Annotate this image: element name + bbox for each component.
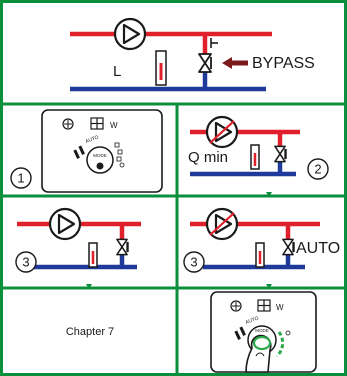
panel-bypass: L BYPASS <box>70 17 315 92</box>
pump-strike <box>209 212 235 236</box>
auto-label: AUTO <box>296 240 340 257</box>
w-label: W <box>110 121 118 130</box>
fan-icon <box>90 117 104 130</box>
w-label: W <box>276 303 284 312</box>
pump-strike <box>209 120 235 144</box>
mode-label: MODE <box>93 153 107 158</box>
level-gauge-icon <box>249 143 261 171</box>
svg-text:3: 3 <box>22 255 29 270</box>
bypass-arrow-icon <box>222 57 248 69</box>
panel-chapter: Chapter 7 <box>66 326 114 338</box>
auto-label: AUTO <box>245 315 260 325</box>
pump-symbol <box>113 17 147 51</box>
auto-label: AUTO <box>85 134 100 144</box>
qmin-label: Q min <box>188 149 228 166</box>
pressing-finger-icon <box>245 334 272 373</box>
step-2-circle <box>307 158 329 180</box>
svg-text:3: 3 <box>190 255 197 270</box>
speed-bars-icon <box>234 326 246 340</box>
speed-bars-icon <box>73 145 85 159</box>
bypass-label: BYPASS <box>252 55 315 72</box>
panel-qmin-step2: Q min 2 <box>188 115 329 180</box>
step-1-circle <box>10 167 32 189</box>
level-gauge-icon <box>87 241 99 269</box>
l-label: L <box>113 63 121 80</box>
level-gauge-icon <box>155 50 167 86</box>
panel-step3-auto: AUTO 3 <box>183 207 340 273</box>
mode-knob <box>86 146 114 174</box>
led-segments <box>114 142 125 168</box>
mode-label: MODE <box>255 328 269 333</box>
svg-text:1: 1 <box>17 171 24 186</box>
chapter-label: Chapter 7 <box>66 326 114 338</box>
step-3-circle <box>183 251 205 273</box>
radiator-icon <box>62 118 74 130</box>
fan-icon <box>257 299 271 312</box>
step-3-circle <box>15 251 37 273</box>
selection-arc <box>275 331 285 358</box>
panel-controller-press: W MODE AUTO <box>210 291 317 373</box>
panel-controller-step1: 1 W MODE AUTO <box>10 109 163 193</box>
panel-step3-bypass: 3 <box>15 207 141 273</box>
radiator-icon <box>230 300 242 312</box>
level-gauge-icon <box>254 241 266 269</box>
svg-text:2: 2 <box>314 162 321 177</box>
pump-symbol <box>48 207 82 241</box>
